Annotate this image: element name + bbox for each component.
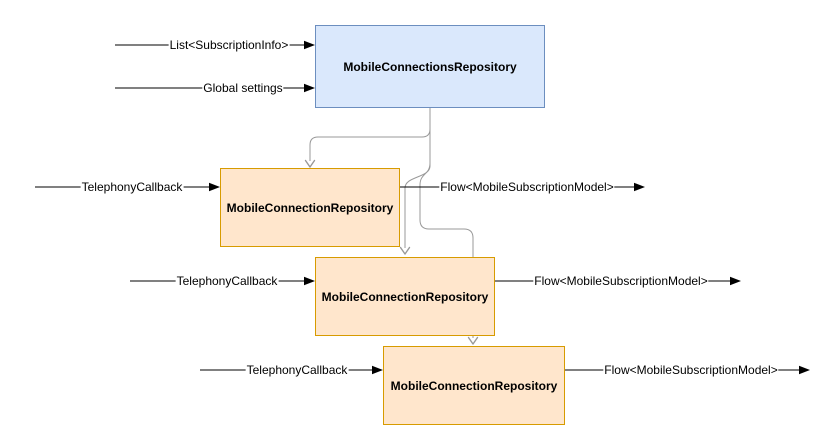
edge-flow-3-arrowhead — [799, 365, 810, 375]
node-mobile-connection-repository-1-label: MobileConnectionRepository — [226, 200, 394, 215]
node-mobile-connection-repository-3: MobileConnectionRepository — [383, 346, 565, 425]
edge-telephony-1-arrowhead — [209, 182, 220, 192]
edge-label-telephony-callback-2: TelephonyCallback — [175, 274, 279, 288]
edge-main-to-repo1 — [309, 108, 431, 161]
node-mobile-connection-repository-1: MobileConnectionRepository — [220, 168, 400, 247]
edge-flow-1-arrowhead — [634, 182, 645, 192]
edge-main-to-repo2-arrowhead — [399, 246, 411, 255]
edge-main-to-repo3 — [419, 108, 474, 338]
node-mobile-connections-repository: MobileConnectionsRepository — [315, 25, 545, 108]
edge-global-settings-arrowhead — [304, 83, 315, 93]
node-mobile-connection-repository-3-label: MobileConnectionRepository — [390, 378, 558, 393]
node-mobile-connections-repository-label: MobileConnectionsRepository — [343, 59, 517, 74]
edge-label-list-subscription-info: List<SubscriptionInfo> — [168, 38, 290, 52]
edge-label-telephony-callback-1: TelephonyCallback — [80, 180, 184, 194]
node-mobile-connection-repository-2: MobileConnectionRepository — [315, 257, 495, 336]
edge-main-to-repo3-arrowhead — [467, 336, 479, 345]
edge-main-to-repo1-arrowhead — [304, 159, 316, 168]
edge-label-flow-1: Flow<MobileSubscriptionModel> — [439, 180, 615, 194]
edge-list-subscription-info-arrowhead — [304, 40, 315, 50]
edge-label-flow-2: Flow<MobileSubscriptionModel> — [533, 274, 709, 288]
edge-main-to-repo2 — [404, 108, 431, 248]
edge-telephony-2-arrowhead — [304, 276, 315, 286]
edge-label-global-settings: Global settings — [202, 81, 284, 95]
node-mobile-connection-repository-2-label: MobileConnectionRepository — [321, 289, 489, 304]
edge-label-flow-3: Flow<MobileSubscriptionModel> — [603, 363, 779, 377]
edge-telephony-3-arrowhead — [372, 365, 383, 375]
edge-flow-2-arrowhead — [730, 276, 741, 286]
edge-label-telephony-callback-3: TelephonyCallback — [245, 363, 349, 377]
